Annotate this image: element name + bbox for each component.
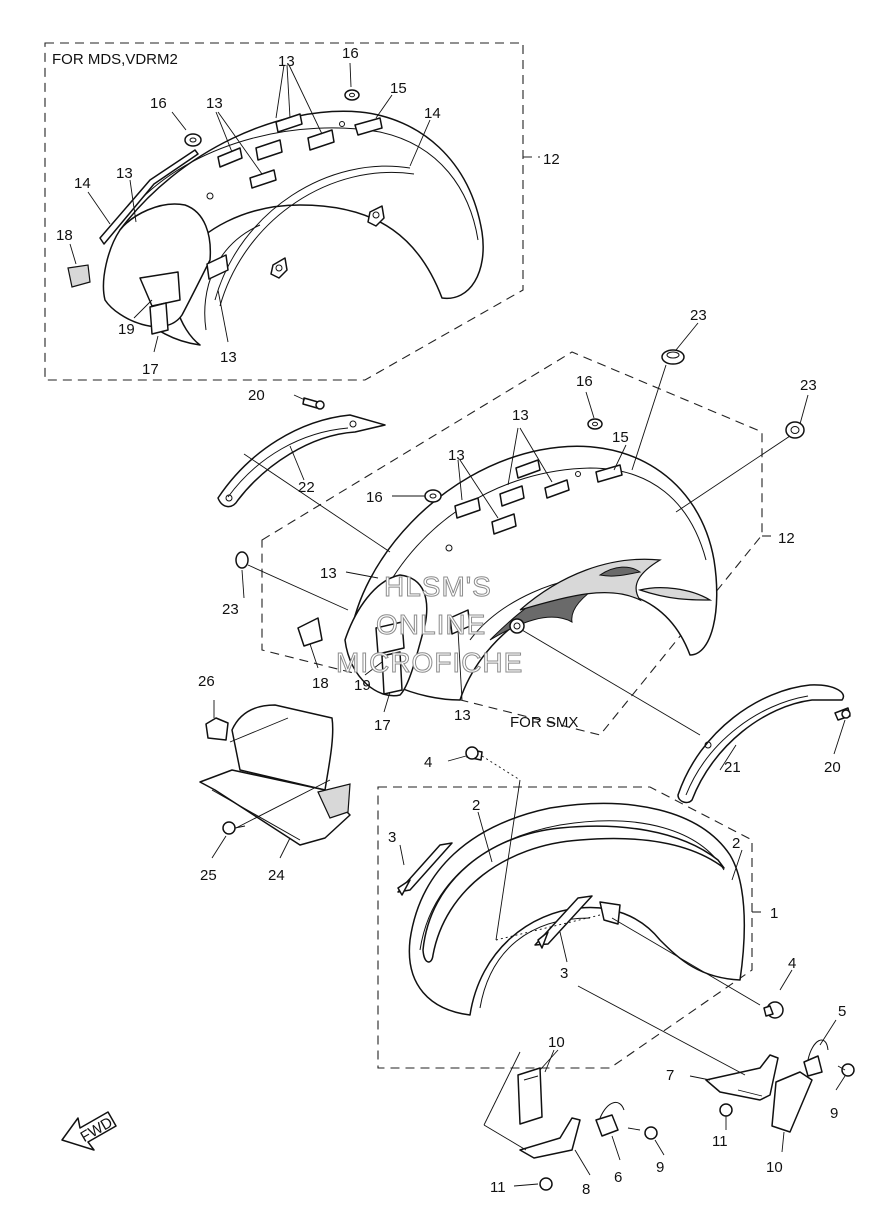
callout-16: 16 <box>366 489 383 506</box>
callout-10: 10 <box>766 1159 783 1176</box>
callout-17: 17 <box>374 717 391 734</box>
callout-26: 26 <box>198 673 215 690</box>
callout-16: 16 <box>342 45 359 62</box>
callout-3: 3 <box>560 965 568 982</box>
top-group-box <box>44 42 524 381</box>
callout-9: 9 <box>830 1105 838 1122</box>
callout-11: 11 <box>490 1179 506 1196</box>
callout-19: 19 <box>354 677 371 694</box>
callout-10: 10 <box>548 1034 565 1051</box>
side-rail-right <box>677 684 851 804</box>
callout-13: 13 <box>512 407 529 424</box>
turn-signal-right <box>705 1039 855 1133</box>
callout-16: 16 <box>150 95 167 112</box>
callout-13: 13 <box>206 95 223 112</box>
callout-5: 5 <box>838 1003 846 1020</box>
svg-text:HLSM'S: HLSM'S <box>384 571 492 602</box>
callout-14: 14 <box>424 105 441 122</box>
middle-group-box <box>261 351 763 736</box>
callout-25: 25 <box>200 867 217 884</box>
callout-13: 13 <box>220 349 237 366</box>
callout-7: 7 <box>666 1067 674 1084</box>
svg-text:MICROFICHE: MICROFICHE <box>336 647 523 678</box>
callout-23: 23 <box>222 601 239 618</box>
callout-9: 9 <box>656 1159 664 1176</box>
side-rail-left <box>217 397 386 508</box>
callout-2: 2 <box>732 835 740 852</box>
forward-arrow-icon: FWD <box>61 1111 117 1151</box>
front-fender <box>397 746 784 1019</box>
callout-12: 12 <box>778 530 795 547</box>
middle-box-label: FOR SMX <box>510 714 578 731</box>
callout-3: 3 <box>388 829 396 846</box>
callout-22: 22 <box>298 479 315 496</box>
callout-20: 20 <box>824 759 841 776</box>
top-box-label: FOR MDS,VDRM2 <box>52 51 178 68</box>
callout-14: 14 <box>74 175 91 192</box>
callout-15: 15 <box>390 80 407 97</box>
callout-13: 13 <box>320 565 337 582</box>
watermark: HLSM'S ONLINE MICROFICHE <box>336 571 523 679</box>
callout-23: 23 <box>800 377 817 394</box>
callout-12: 12 <box>543 151 560 168</box>
callout-13: 13 <box>448 447 465 464</box>
rear-fender-top <box>67 89 484 346</box>
callout-15: 15 <box>612 429 629 446</box>
callout-4: 4 <box>788 955 796 972</box>
turn-signal-left <box>517 1067 658 1191</box>
callout-18: 18 <box>56 227 73 244</box>
callout-13: 13 <box>278 53 295 70</box>
callout-20: 20 <box>248 387 265 404</box>
callout-17: 17 <box>142 361 159 378</box>
callout-18: 18 <box>312 675 329 692</box>
callout-16: 16 <box>576 373 593 390</box>
callout-1: 1 <box>770 905 778 922</box>
svg-text:ONLINE: ONLINE <box>376 609 486 640</box>
rear-fender-middle <box>235 349 805 701</box>
callout-19: 19 <box>118 321 135 338</box>
tail-housing <box>199 704 351 846</box>
leader-lines <box>69 62 846 1187</box>
callout-8: 8 <box>582 1181 590 1198</box>
callout-2: 2 <box>472 797 480 814</box>
callout-24: 24 <box>268 867 285 884</box>
callout-4: 4 <box>424 754 432 771</box>
callout-21: 21 <box>724 759 741 776</box>
callout-6: 6 <box>614 1169 622 1186</box>
callout-13: 13 <box>454 707 471 724</box>
callout-11: 11 <box>712 1133 728 1150</box>
callout-13: 13 <box>116 165 133 182</box>
callout-numbers: 12 16 13 15 16 13 14 13 14 18 19 17 13 2… <box>56 45 846 1198</box>
callout-23: 23 <box>690 307 707 324</box>
lower-group-box <box>377 786 753 1069</box>
